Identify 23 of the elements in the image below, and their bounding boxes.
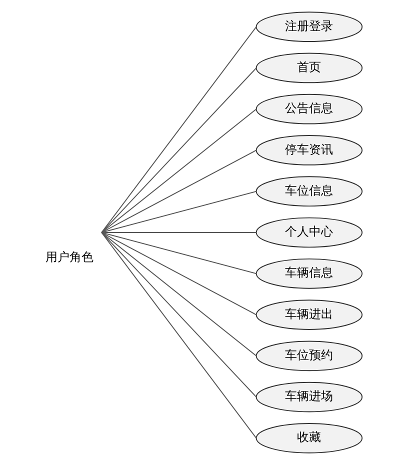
node-ellipse: 停车资讯: [256, 135, 363, 166]
connector: [101, 26, 257, 233]
node-ellipse: 车位预约: [256, 340, 363, 372]
connector: [101, 232, 257, 316]
node-ellipse: 车辆进出: [256, 300, 363, 330]
node-ellipse: 公告信息: [256, 94, 363, 124]
node-ellipse: 收藏: [256, 422, 363, 454]
node-ellipse: 车位信息: [256, 176, 363, 207]
connector: [101, 108, 257, 233]
node-ellipse: 首页: [256, 52, 363, 84]
connector: [101, 150, 257, 233]
connector: [101, 232, 257, 274]
node-text: 用户角色: [46, 250, 94, 264]
connector: [101, 232, 257, 439]
connector: [101, 232, 257, 398]
connector: [101, 232, 257, 356]
node-ellipse: 车辆进场: [256, 382, 363, 412]
connector: [101, 232, 257, 233]
connector: [101, 67, 257, 233]
node-ellipse: 注册登录: [256, 12, 363, 42]
node-ellipse: 个人中心: [256, 217, 363, 248]
node-ellipse: 车辆信息: [256, 258, 363, 289]
connector: [101, 190, 257, 233]
